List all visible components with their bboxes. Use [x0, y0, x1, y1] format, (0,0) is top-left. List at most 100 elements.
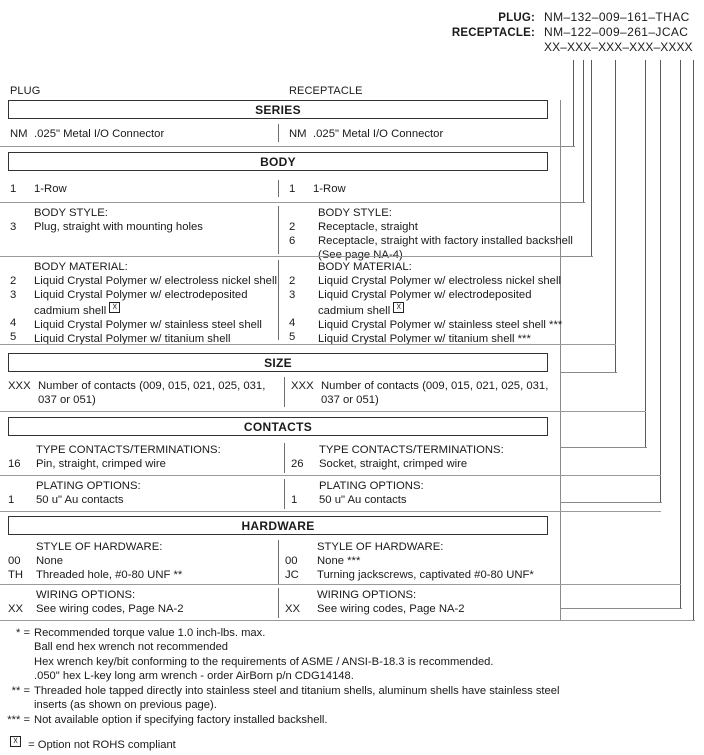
section-title-size: SIZE — [8, 353, 548, 372]
group-heading: WIRING OPTIONS: — [36, 589, 136, 601]
option-text: cadmium shell — [34, 305, 107, 317]
group-heading: PLATING OPTIONS: — [36, 480, 141, 492]
footnote-line: Ball end hex wrench not recommended — [34, 641, 229, 654]
footnote-marker: ** = — [11, 685, 30, 697]
column-divider-hardware-style — [278, 540, 280, 584]
option-text: 50 u" Au contacts — [319, 494, 407, 506]
footnote-line: Hex wrench key/bit conforming to the req… — [34, 655, 494, 668]
option-text: 1-Row — [313, 183, 346, 195]
option-text: 037 or 051) — [321, 394, 379, 406]
column-divider-contacts-type — [284, 443, 286, 473]
option-text: Number of contacts (009, 015, 021, 025, … — [321, 380, 549, 392]
option-text: Liquid Crystal Polymer w/ electrodeposit… — [318, 289, 532, 301]
rohs-not-compliant-icon: ☓ — [10, 736, 21, 747]
group-heading: TYPE CONTACTS/TERMINATIONS: — [319, 444, 504, 456]
row-separator — [0, 511, 661, 512]
option-text: Receptacle, straight with factory instal… — [318, 235, 573, 247]
rohs-not-compliant-icon: ☓ — [393, 302, 405, 313]
option-text: 50 u" Au contacts — [36, 494, 124, 506]
option-code: XXX — [291, 380, 314, 392]
group-wiring-right: WIRING OPTIONS: XX See wiring codes, Pag… — [285, 588, 465, 616]
column-divider-body-material — [278, 260, 280, 340]
option-code: 2 — [10, 275, 17, 287]
row-separator — [0, 475, 661, 476]
part-number-header: PLUG: NM–132–009–161–THAC RECEPTACLE: NM… — [452, 10, 696, 55]
option-code: 26 — [291, 458, 304, 470]
group-plating-left: PLATING OPTIONS: 1 50 u" Au contacts — [8, 479, 141, 507]
tick-stem-4 — [615, 60, 616, 372]
option-text: Liquid Crystal Polymer w/ stainless stee… — [318, 319, 563, 331]
option-code: 1 — [289, 183, 296, 195]
column-divider-body-style — [278, 206, 280, 254]
option-row-size-right: XXX Number of contacts (009, 015, 021, 0… — [291, 379, 548, 407]
group-heading: TYPE CONTACTS/TERMINATIONS: — [36, 444, 221, 456]
group-plating-right: PLATING OPTIONS: 1 50 u" Au contacts — [291, 479, 424, 507]
footnote-line: Recommended torque value 1.0 inch-lbs. m… — [34, 627, 266, 639]
section-title-hardware-label: HARDWARE — [241, 518, 315, 533]
option-text: Threaded hole, #0-80 UNF ** — [36, 569, 183, 581]
footnote-double-asterisk: ** = Threaded hole tapped directly into … — [4, 684, 560, 713]
part-number-code-mask: XX–XXX–XXX–XXX–XXXX — [544, 40, 693, 54]
group-heading: BODY MATERIAL: — [34, 261, 128, 273]
section-title-body-label: BODY — [260, 154, 296, 169]
tick-stem-5 — [645, 60, 646, 447]
group-hardware-style-right: STYLE OF HARDWARE: 00 None *** JC Turnin… — [285, 540, 534, 582]
option-text: None — [36, 555, 64, 567]
option-text: Liquid Crystal Polymer w/ electrodeposit… — [34, 289, 248, 301]
section-title-series: SERIES — [8, 100, 548, 119]
section-title-body: BODY — [8, 152, 548, 171]
option-code: 00 — [8, 555, 21, 567]
option-text: .025" Metal I/O Connector — [313, 128, 444, 140]
option-code: 1 — [291, 494, 298, 506]
option-code: 16 — [8, 458, 21, 470]
footnote-single-asterisk: * = Recommended torque value 1.0 inch-lb… — [4, 626, 494, 684]
option-code: 00 — [285, 555, 298, 567]
option-row-body-row-left: 1 1-Row — [10, 182, 67, 196]
column-divider-plating — [284, 479, 286, 509]
group-heading: STYLE OF HARDWARE: — [36, 541, 163, 553]
footnote-triple-asterisk: *** = Not available option if specifying… — [4, 713, 327, 727]
option-code: 1 — [10, 183, 17, 195]
option-code: XX — [285, 603, 301, 615]
option-code: NM — [289, 128, 307, 140]
part-number-row-mask: XX–XXX–XXX–XXX–XXXX — [452, 40, 696, 55]
option-code: XX — [8, 603, 24, 615]
tick-stem-1 — [573, 60, 574, 146]
row-separator — [0, 411, 646, 412]
bracket-wiring — [560, 100, 695, 621]
rohs-not-compliant-icon: ☓ — [109, 302, 121, 313]
option-row-series-left: NM .025" Metal I/O Connector — [10, 127, 270, 141]
group-hardware-style-left: STYLE OF HARDWARE: 00 None TH Threaded h… — [8, 540, 182, 582]
row-separator — [0, 146, 560, 147]
option-code: 4 — [289, 317, 296, 329]
rohs-legend: ☓ = Option not ROHS compliant — [10, 736, 176, 752]
option-text: Liquid Crystal Polymer w/ titanium shell… — [318, 333, 531, 345]
part-number-label-receptacle: RECEPTACLE: — [451, 27, 535, 39]
row-separator — [0, 620, 694, 621]
option-code: 2 — [289, 221, 296, 233]
column-divider-body-row — [278, 180, 280, 197]
footnote-marker: *** = — [7, 714, 30, 726]
option-code: 5 — [289, 331, 296, 343]
section-title-contacts-label: CONTACTS — [243, 419, 313, 434]
option-text: Pin, straight, crimped wire — [36, 458, 166, 470]
group-contacts-type-right: TYPE CONTACTS/TERMINATIONS: 26 Socket, s… — [291, 443, 504, 471]
footnote-line: .050" hex L-key long arm wrench - order … — [34, 670, 354, 683]
option-row-size-left: XXX Number of contacts (009, 015, 021, 0… — [8, 379, 265, 407]
option-code: 2 — [289, 275, 296, 287]
section-title-size-label: SIZE — [264, 355, 292, 370]
group-body-style-right: BODY STYLE: 2 Receptacle, straight 6 Rec… — [289, 206, 573, 262]
section-title-contacts: CONTACTS — [8, 417, 548, 436]
option-text: None *** — [317, 555, 361, 567]
option-text: 037 or 051) — [38, 394, 96, 406]
tick-stem-7 — [680, 60, 681, 608]
row-separator — [0, 256, 560, 257]
group-body-style-left: BODY STYLE: 3 Plug, straight with mounti… — [10, 206, 203, 234]
option-text: See wiring codes, Page NA-2 — [317, 603, 465, 615]
option-code: 6 — [289, 235, 296, 247]
tick-stem-6 — [660, 60, 661, 502]
row-separator — [0, 344, 616, 345]
option-text: Liquid Crystal Polymer w/ titanium shell — [34, 333, 231, 345]
footnote-line: Threaded hole tapped directly into stain… — [34, 685, 560, 697]
